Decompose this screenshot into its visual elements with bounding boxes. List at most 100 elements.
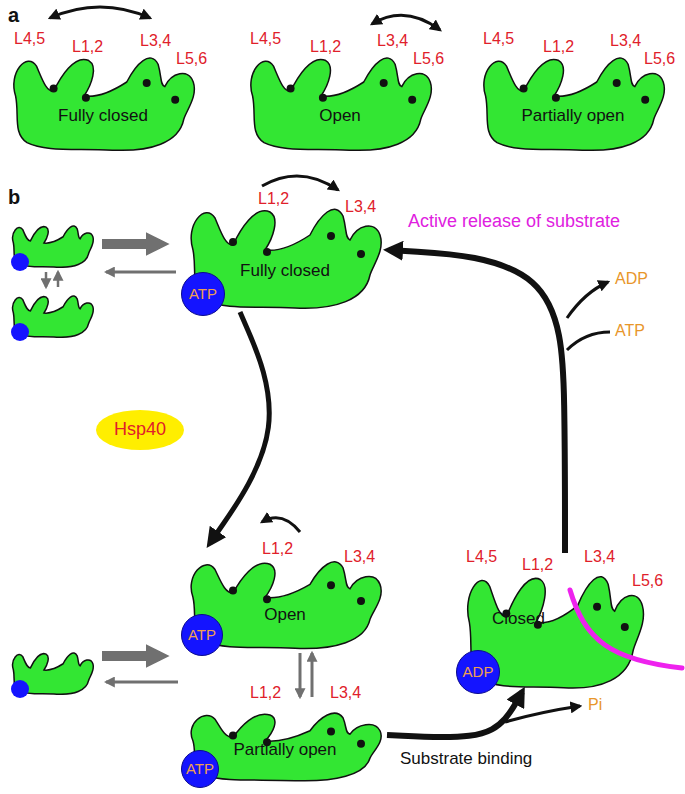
loop-residue: [319, 94, 327, 102]
hsp70-conformer: Partially openATP: [185, 700, 385, 782]
reaction-arrow: [389, 250, 565, 553]
motion-arrow: [262, 176, 338, 190]
state-label: Fully closed: [240, 262, 330, 281]
equilibrium-arrow: [57, 272, 60, 287]
loop-residue: [380, 79, 388, 87]
loop-residue: [229, 587, 237, 595]
equilibrium-arrow: [102, 239, 160, 249]
loop-label: L3,4: [344, 548, 375, 566]
label-slot: L5,6: [644, 50, 675, 68]
equilibrium-arrow: [102, 651, 160, 661]
loop-label: L3,4: [610, 32, 641, 50]
label-slot: Active release of substrate: [408, 212, 620, 232]
label-slot: L4,5: [250, 30, 281, 48]
loop-label: L3,4: [377, 32, 408, 50]
loop-residue: [641, 96, 649, 104]
label-slot: L3,4: [345, 198, 376, 216]
label-slot: L3,4: [140, 32, 171, 50]
hsp70-conformer: Fully closed: [8, 40, 198, 152]
loop-label: L1,2: [262, 540, 293, 558]
phosphate-branch: [505, 706, 580, 722]
equilibrium-arrow: [45, 272, 48, 287]
conformer-outline: [478, 40, 668, 152]
label-slot: L1,2: [310, 38, 341, 56]
loop-label: L1,2: [310, 38, 341, 56]
loop-label: L5,6: [644, 50, 675, 68]
nucleotide-circle: ATP: [181, 614, 223, 656]
loop-label: L3,4: [584, 548, 615, 566]
nucleotide-circle: ADP: [456, 650, 500, 694]
state-label: Open: [319, 107, 361, 126]
cochaperone-label: Hsp40: [114, 420, 166, 440]
motion-arrow: [262, 518, 300, 532]
label-slot: L5,6: [632, 572, 663, 590]
label-slot: Substrate binding: [400, 750, 532, 769]
conformer-shape: [251, 58, 432, 150]
loop-label: L5,6: [413, 50, 444, 68]
annotation-text: Pi: [588, 696, 602, 714]
substrate-chain: [570, 590, 682, 668]
loop-label: L1,2: [543, 38, 574, 56]
nucleotide-branch: [567, 282, 608, 318]
loop-residue: [287, 85, 295, 93]
label-slot: L1,2: [543, 38, 574, 56]
loop-residue: [552, 94, 560, 102]
loop-residue: [327, 727, 335, 735]
nucleotide-label: ATP: [188, 627, 216, 644]
loop-residue: [613, 79, 621, 87]
reaction-arrow: [299, 653, 302, 697]
motion-arrow: [372, 15, 440, 30]
label-slot: L5,6: [176, 50, 207, 68]
nucleotide-dot: [11, 253, 29, 271]
reaction-arrow: [210, 312, 269, 543]
label-slot: L3,4: [584, 548, 615, 566]
state-label: Closed: [492, 610, 545, 629]
label-slot: L3,4: [610, 32, 641, 50]
loop-residue: [621, 623, 629, 631]
label-slot: a: [8, 4, 19, 26]
loop-residue: [263, 248, 271, 256]
label-slot: L1,2: [258, 190, 289, 208]
loop-label: L1,2: [250, 684, 281, 702]
state-label: Fully closed: [58, 107, 148, 126]
label-slot: L4,5: [14, 30, 45, 48]
label-slot: L3,4: [377, 32, 408, 50]
hsp70-conformer: Partially open: [478, 40, 668, 152]
loop-residue: [593, 603, 601, 611]
loop-label: L4,5: [483, 30, 514, 48]
hsp70-conformer: ClosedADP: [462, 555, 647, 690]
label-slot: ATP: [615, 322, 645, 340]
label-slot: L3,4: [344, 548, 375, 566]
label-slot: L5,6: [413, 50, 444, 68]
annotation-text: ATP: [615, 322, 645, 340]
label-slot: L3,4: [330, 684, 361, 702]
loop-residue: [50, 85, 58, 93]
loop-label: L4,5: [14, 30, 45, 48]
loop-residue: [357, 250, 365, 258]
panel-letter: b: [8, 186, 20, 208]
label-slot: Pi: [588, 696, 602, 714]
loop-label: L3,4: [330, 684, 361, 702]
label-slot: L4,5: [466, 548, 497, 566]
nucleotide-circle: ATP: [181, 272, 225, 316]
reaction-arrow: [387, 692, 522, 737]
nucleotide-branch: [567, 332, 610, 350]
loop-label: L1,2: [258, 190, 289, 208]
loop-label: L3,4: [345, 198, 376, 216]
loop-label: L1,2: [72, 38, 103, 56]
loop-label: L1,2: [522, 556, 553, 574]
label-slot: L1,2: [250, 684, 281, 702]
annotation-text: Active release of substrate: [408, 212, 620, 232]
loop-label: L3,4: [140, 32, 171, 50]
label-slot: b: [8, 186, 20, 208]
cochaperone-ellipse: Hsp40: [96, 410, 184, 450]
conformer-outline: [8, 40, 198, 152]
equilibrium-arrow: [106, 271, 176, 274]
loop-residue: [327, 581, 335, 589]
loop-residue: [408, 96, 416, 104]
loop-label: L5,6: [176, 50, 207, 68]
state-label: Open: [264, 606, 306, 625]
loop-residue: [520, 85, 528, 93]
